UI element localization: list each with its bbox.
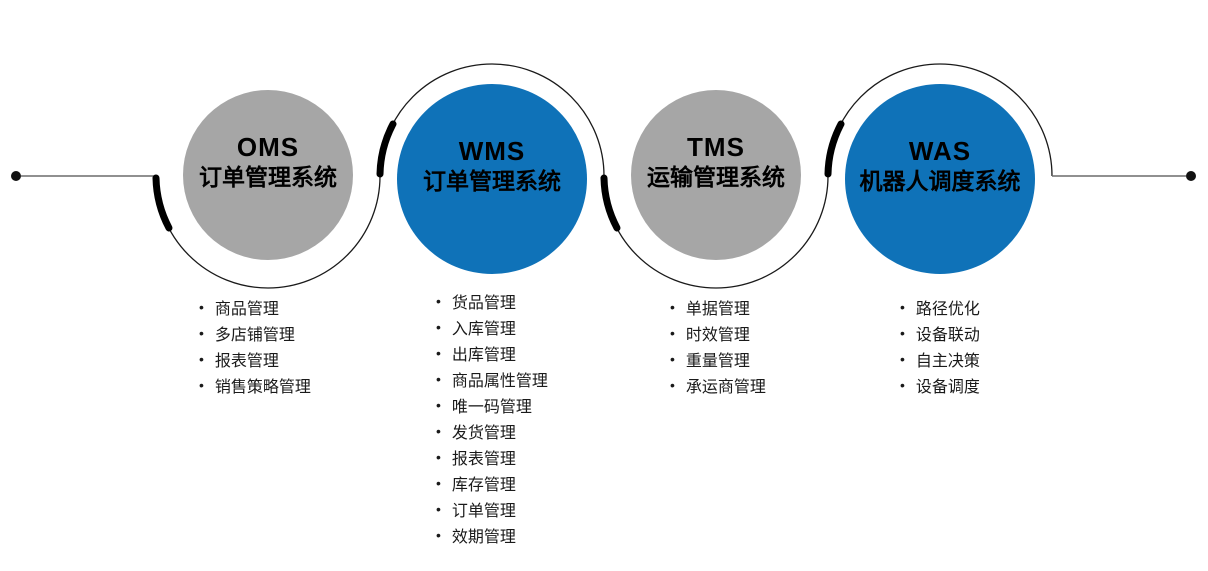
list-item: • 销售策略管理 <box>199 372 311 398</box>
list-item-label: 重量管理 <box>685 353 750 370</box>
list-item: • 报表管理 <box>436 444 548 470</box>
list-item-label: 销售策略管理 <box>214 379 311 396</box>
list-item-label: 货品管理 <box>451 295 516 312</box>
list-item-label: 单据管理 <box>685 301 750 318</box>
bullet-icon: • <box>436 397 441 413</box>
node-title-tms: TMS 运输管理系统 <box>647 132 785 192</box>
list-item-label: 自主决策 <box>915 353 980 370</box>
brush-accent-tms <box>600 174 621 232</box>
bullet-icon: • <box>670 299 675 315</box>
list-item-label: 路径优化 <box>915 301 980 318</box>
system-abbr: OMS <box>236 132 300 162</box>
bullet-icon: • <box>436 475 441 491</box>
list-item-label: 时效管理 <box>685 327 750 344</box>
bullet-icon: • <box>900 299 905 315</box>
list-item-label: 报表管理 <box>214 353 279 370</box>
wms-feature-list: • 货品管理 • 入库管理 • 出库管理 • 商品属性管理 • 唯一码管理 • 发货管理 •… <box>436 288 548 548</box>
bullet-icon: • <box>436 449 441 465</box>
list-item-label: 库存管理 <box>451 477 516 494</box>
list-item-label: 效期管理 <box>451 529 516 546</box>
bullet-icon: • <box>436 371 441 387</box>
system-node-oms: OMS 订单管理系统 <box>183 90 353 260</box>
list-item: • 效期管理 <box>436 522 548 548</box>
bullet-icon: • <box>436 501 441 517</box>
system-abbr: WMS <box>458 136 526 166</box>
list-item-label: 商品属性管理 <box>451 373 548 390</box>
system-node-tms: TMS 运输管理系统 <box>631 90 801 260</box>
list-item: • 多店铺管理 <box>199 320 311 346</box>
bullet-icon: • <box>436 527 441 543</box>
list-item: • 承运商管理 <box>670 372 766 398</box>
system-name: 机器人调度系统 <box>859 168 1021 194</box>
list-item-label: 入库管理 <box>451 321 516 338</box>
list-item: • 货品管理 <box>436 288 548 314</box>
bullet-icon: • <box>670 377 675 393</box>
list-item-label: 订单管理 <box>451 503 516 520</box>
list-item-label: 商品管理 <box>214 301 279 318</box>
brush-accent-was <box>824 120 845 178</box>
bullet-icon: • <box>900 325 905 341</box>
node-title-was: WAS 机器人调度系统 <box>860 136 1021 196</box>
bullet-icon: • <box>900 377 905 393</box>
system-name: 运输管理系统 <box>647 164 785 190</box>
list-item: • 单据管理 <box>670 294 766 320</box>
bullet-icon: • <box>436 423 441 439</box>
list-item-label: 发货管理 <box>451 425 516 442</box>
list-item-label: 多店铺管理 <box>214 327 295 344</box>
list-item: • 入库管理 <box>436 314 548 340</box>
list-item: • 重量管理 <box>670 346 766 372</box>
left-endpoint-dot <box>11 171 21 181</box>
list-item-label: 设备调度 <box>915 379 980 396</box>
bullet-icon: • <box>199 377 204 393</box>
brush-accent-wms <box>376 120 397 178</box>
system-node-wms: WMS 订单管理系统 <box>397 84 587 274</box>
system-abbr: WAS <box>908 136 972 166</box>
bullet-icon: • <box>900 351 905 367</box>
system-node-was: WAS 机器人调度系统 <box>845 84 1035 274</box>
was-feature-list: • 路径优化 • 设备联动 • 自主决策 • 设备调度 <box>900 294 980 398</box>
oms-feature-list: • 商品管理 • 多店铺管理 • 报表管理 • 销售策略管理 <box>199 294 311 398</box>
list-item-label: 设备联动 <box>915 327 980 344</box>
system-name: 订单管理系统 <box>199 164 337 190</box>
list-item: • 时效管理 <box>670 320 766 346</box>
bullet-icon: • <box>436 293 441 309</box>
bullet-icon: • <box>199 325 204 341</box>
bullet-icon: • <box>670 351 675 367</box>
bullet-icon: • <box>199 299 204 315</box>
list-item-label: 唯一码管理 <box>451 399 532 416</box>
tms-feature-list: • 单据管理 • 时效管理 • 重量管理 • 承运商管理 <box>670 294 766 398</box>
list-item-label: 出库管理 <box>451 347 516 364</box>
list-item: • 库存管理 <box>436 470 548 496</box>
list-item: • 报表管理 <box>199 346 311 372</box>
list-item: • 设备联动 <box>900 320 980 346</box>
node-title-oms: OMS 订单管理系统 <box>199 132 337 192</box>
bullet-icon: • <box>436 319 441 335</box>
bullet-icon: • <box>436 345 441 361</box>
system-abbr: TMS <box>687 132 745 162</box>
list-item: • 自主决策 <box>900 346 980 372</box>
system-name: 订单管理系统 <box>423 168 561 194</box>
list-item: • 商品属性管理 <box>436 366 548 392</box>
list-item: • 设备调度 <box>900 372 980 398</box>
right-endpoint-dot <box>1186 171 1196 181</box>
list-item: • 唯一码管理 <box>436 392 548 418</box>
list-item-label: 承运商管理 <box>685 379 766 396</box>
bullet-icon: • <box>199 351 204 367</box>
list-item: • 出库管理 <box>436 340 548 366</box>
brush-accent-oms <box>152 174 173 232</box>
list-item: • 路径优化 <box>900 294 980 320</box>
list-item-label: 报表管理 <box>451 451 516 468</box>
list-item: • 订单管理 <box>436 496 548 522</box>
list-item: • 发货管理 <box>436 418 548 444</box>
bullet-icon: • <box>670 325 675 341</box>
node-title-wms: WMS 订单管理系统 <box>423 136 561 196</box>
list-item: • 商品管理 <box>199 294 311 320</box>
